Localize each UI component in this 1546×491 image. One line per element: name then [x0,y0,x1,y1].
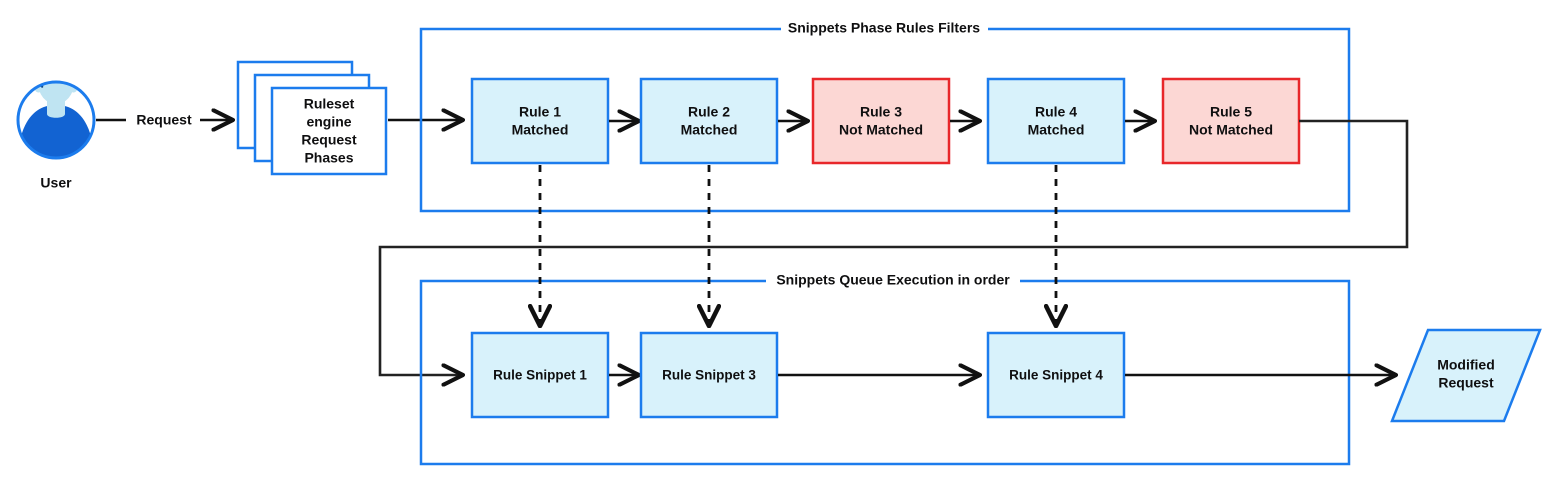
modified-request-shape [1390,328,1542,423]
rule-3-line-1: Rule 3 [860,104,902,120]
user-avatar-icon [16,80,96,160]
rule-3-line-2: Not Matched [839,122,923,138]
rule-2-line-1: Rule 2 [688,104,730,120]
rule-1-line-2: Matched [512,122,569,138]
modified-request-line-1: Modified [1437,357,1495,373]
rule-snippet-4-box [986,331,1126,419]
rule-5[interactable]: Rule 5 Not Matched [1161,77,1301,165]
rule-5-box [1161,77,1301,165]
rule-4-box [986,77,1126,165]
rule-1-box [470,77,610,165]
section-2-frame [419,279,1351,466]
rule-1-line-1: Rule 1 [519,104,561,120]
rule-5-line-1: Rule 5 [1210,104,1252,120]
rule-4-line-1: Rule 4 [1035,104,1077,120]
rule-4-line-2: Matched [1028,122,1085,138]
rule-5-line-2: Not Matched [1189,122,1273,138]
ruleset-engine-stack[interactable]: Ruleset engine Request Phases [236,60,388,176]
modified-request-line-2: Request [1438,375,1494,391]
rule-2[interactable]: Rule 2 Matched [639,77,779,165]
rule-snippet-1[interactable]: Rule Snippet 1 [470,331,610,419]
user-caption: User [40,175,72,191]
ruleset-line-4: Phases [304,150,353,166]
ruleset-line-2: engine [306,114,351,130]
edge-rules-row-to-snippets-row [378,119,1409,375]
rule-snippet-1-label: Rule Snippet 1 [493,368,587,383]
rule-3-box [811,77,951,165]
ruleset-line-1: Ruleset [304,96,355,112]
rule-2-box [639,77,779,165]
rule-2-line-2: Matched [681,122,738,138]
section-phase-rules-filters: Snippets Phase Rules Filters [419,20,1351,213]
section-snippets-queue: Snippets Queue Execution in order [419,272,1351,466]
rule-1[interactable]: Rule 1 Matched [470,77,610,165]
rule-snippet-1-box [470,331,610,419]
section-1-frame [419,27,1351,213]
rule-4[interactable]: Rule 4 Matched [986,77,1126,165]
ruleset-line-3: Request [301,132,357,148]
section-1-label: Snippets Phase Rules Filters [788,20,980,36]
request-edge-label: Request [136,112,192,128]
rule-3[interactable]: Rule 3 Not Matched [811,77,951,165]
rule-snippet-4-label: Rule Snippet 4 [1009,368,1103,383]
rule-snippet-3[interactable]: Rule Snippet 3 [639,331,779,419]
rule-snippet-3-box [639,331,779,419]
rule-snippet-3-label: Rule Snippet 3 [662,368,756,383]
ruleset-stack-layer-front [270,86,388,176]
modified-request[interactable]: Modified Request [1390,328,1542,423]
section-2-label: Snippets Queue Execution in order [776,272,1010,288]
rule-snippet-4[interactable]: Rule Snippet 4 [986,331,1126,419]
